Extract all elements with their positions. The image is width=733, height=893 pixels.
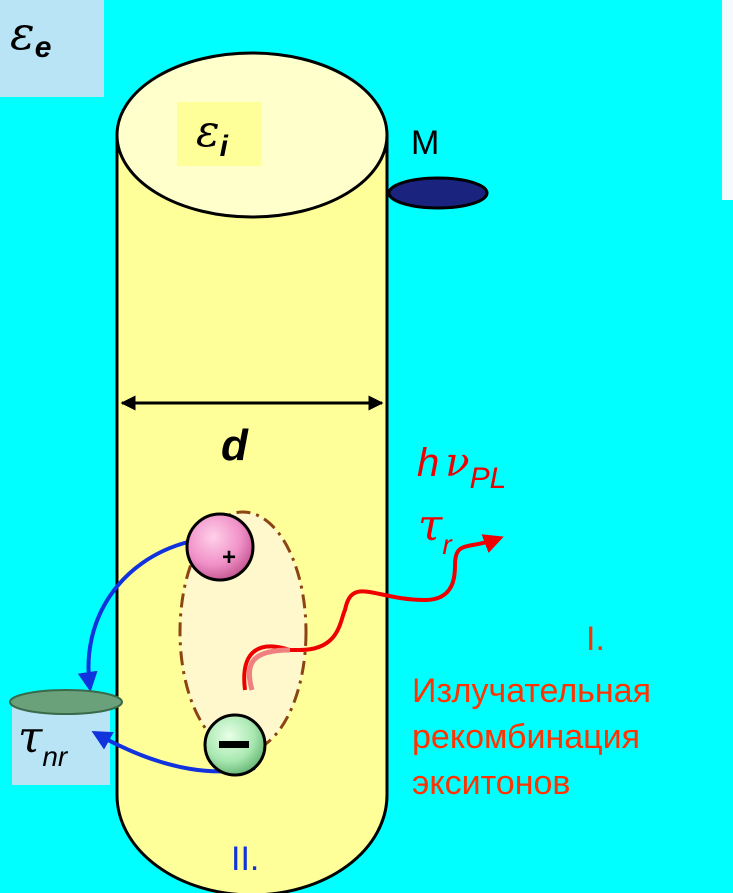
trap-state — [10, 690, 122, 714]
eps-i-label: εi — [196, 106, 228, 164]
metal-label: M — [411, 124, 439, 163]
radiative-line3: экситонов — [412, 764, 570, 803]
tau-r-label: τr — [418, 500, 452, 561]
hole-sign: + — [222, 544, 236, 571]
hole-particle — [187, 514, 253, 580]
metal-particle — [389, 178, 487, 208]
diameter-label: d — [221, 421, 248, 471]
tau-nr-label: τnr — [18, 712, 67, 773]
radiative-line1: Излучательная — [412, 672, 651, 711]
radiative-number: I. — [586, 620, 605, 659]
eps-e-label: εe — [10, 6, 51, 65]
background-panel — [722, 0, 733, 200]
electron-sign — [219, 741, 249, 748]
nonradiative-number: II. — [231, 840, 259, 879]
radiative-line2: рекомбинация — [412, 718, 640, 757]
